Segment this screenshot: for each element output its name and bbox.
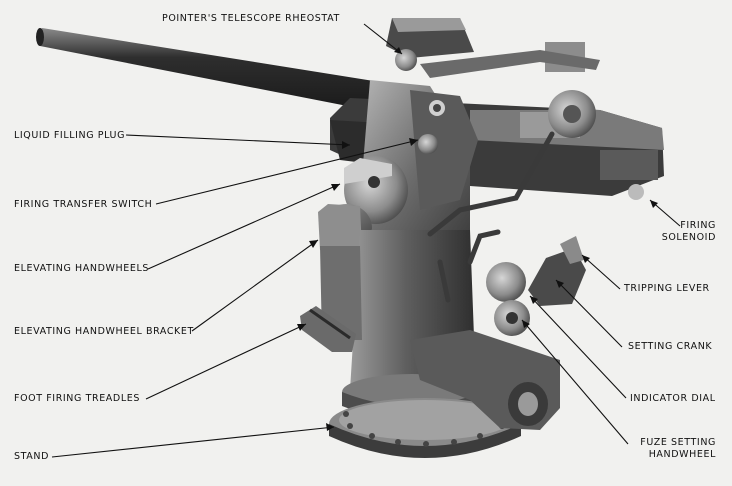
label-elevating-handwheel-bracket: ELEVATING HANDWHEEL BRACKET — [14, 326, 194, 337]
foot-firing-treadles-shape — [300, 306, 356, 352]
label-firing-solenoid-line2: SOLENOID — [661, 232, 716, 243]
label-indicator-dial: INDICATOR DIAL — [630, 393, 716, 404]
label-liquid-filling-plug: LIQUID FILLING PLUG — [14, 130, 126, 141]
fuze-setter-bracket — [410, 236, 586, 430]
linkage-arms — [427, 131, 555, 303]
label-firing-solenoid-line1: FIRING — [680, 220, 716, 231]
label-stand: STAND — [14, 451, 50, 462]
label-firing-transfer-switch: FIRING TRANSFER SWITCH — [14, 199, 153, 210]
elevating-handwheel-housing — [318, 156, 408, 252]
label-setting-crank: SETTING CRANK — [628, 341, 713, 352]
stand — [329, 398, 521, 458]
label-elevating-handwheels: ELEVATING HANDWHEELS — [14, 263, 149, 274]
barrel — [36, 28, 380, 112]
label-fuze-setting-handwheel-line1: FUZE SETTING — [640, 437, 716, 448]
label-fuze-setting-handwheel-line2: HANDWHEEL — [648, 449, 716, 460]
label-tripping-lever: TRIPPING LEVER — [624, 283, 710, 294]
leader-lines — [51, 23, 681, 458]
label-foot-firing-treadles: FOOT FIRING TREADLES — [14, 393, 140, 404]
label-pointers-telescope-rheostat: POINTER'S TELESCOPE RHEOSTAT — [162, 13, 340, 24]
